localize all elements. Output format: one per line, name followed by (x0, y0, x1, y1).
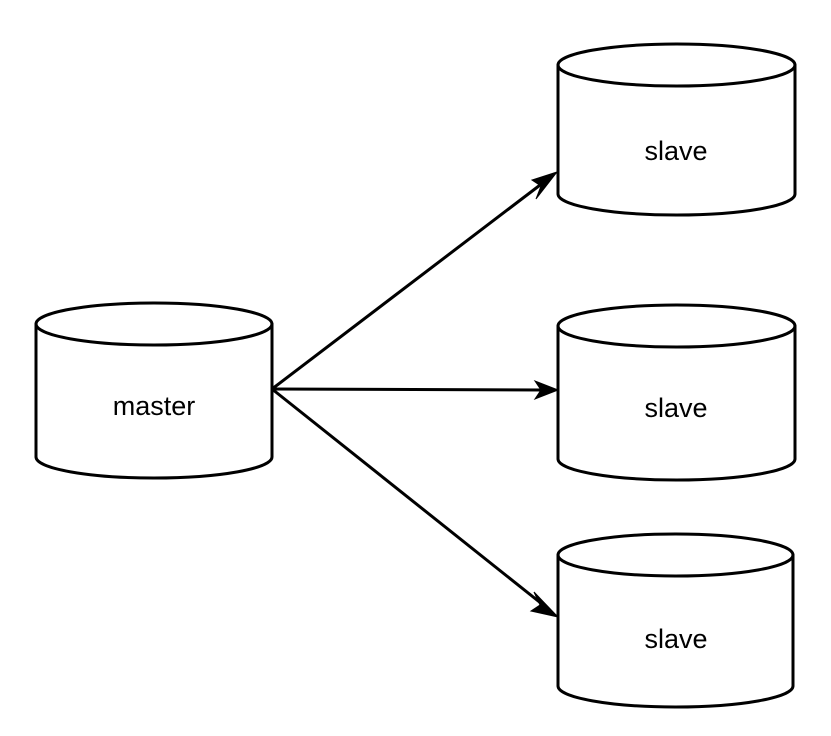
node-slave-3[interactable]: slave (556, 532, 795, 709)
cylinder-body-slave-3 (556, 553, 795, 709)
nodes-layer: master slave slave slave (34, 42, 797, 709)
edge-line-master-to-slave-1 (271, 177, 549, 391)
edge-master-to-slave-1[interactable] (271, 171, 559, 391)
node-slave-1[interactable]: slave (556, 42, 797, 217)
node-label-slave-2: slave (644, 393, 707, 423)
node-slave-2[interactable]: slave (556, 303, 797, 482)
edge-line-master-to-slave-3 (271, 387, 548, 610)
arrowhead-icon-master-to-slave-2 (533, 379, 560, 401)
node-label-master: master (113, 391, 196, 421)
node-label-slave-3: slave (644, 624, 707, 654)
cylinder-top-slave-2 (556, 303, 797, 349)
arrowhead-icon-master-to-slave-3 (529, 591, 560, 618)
cylinder-body-slave-2 (556, 324, 797, 482)
cylinder-top-master (34, 301, 274, 347)
node-master[interactable]: master (34, 301, 274, 480)
cylinder-top-slave-1 (556, 42, 797, 88)
cylinder-top-slave-3 (556, 532, 795, 578)
cylinder-body-slave-1 (556, 63, 797, 217)
cylinder-body-master (34, 322, 274, 480)
arrowhead-icon-master-to-slave-1 (530, 171, 559, 200)
edge-master-to-slave-2[interactable] (271, 379, 560, 401)
edge-master-to-slave-3[interactable] (271, 387, 560, 618)
edges-layer (271, 171, 560, 618)
edge-line-master-to-slave-2 (271, 387, 544, 392)
node-label-slave-1: slave (644, 136, 707, 166)
